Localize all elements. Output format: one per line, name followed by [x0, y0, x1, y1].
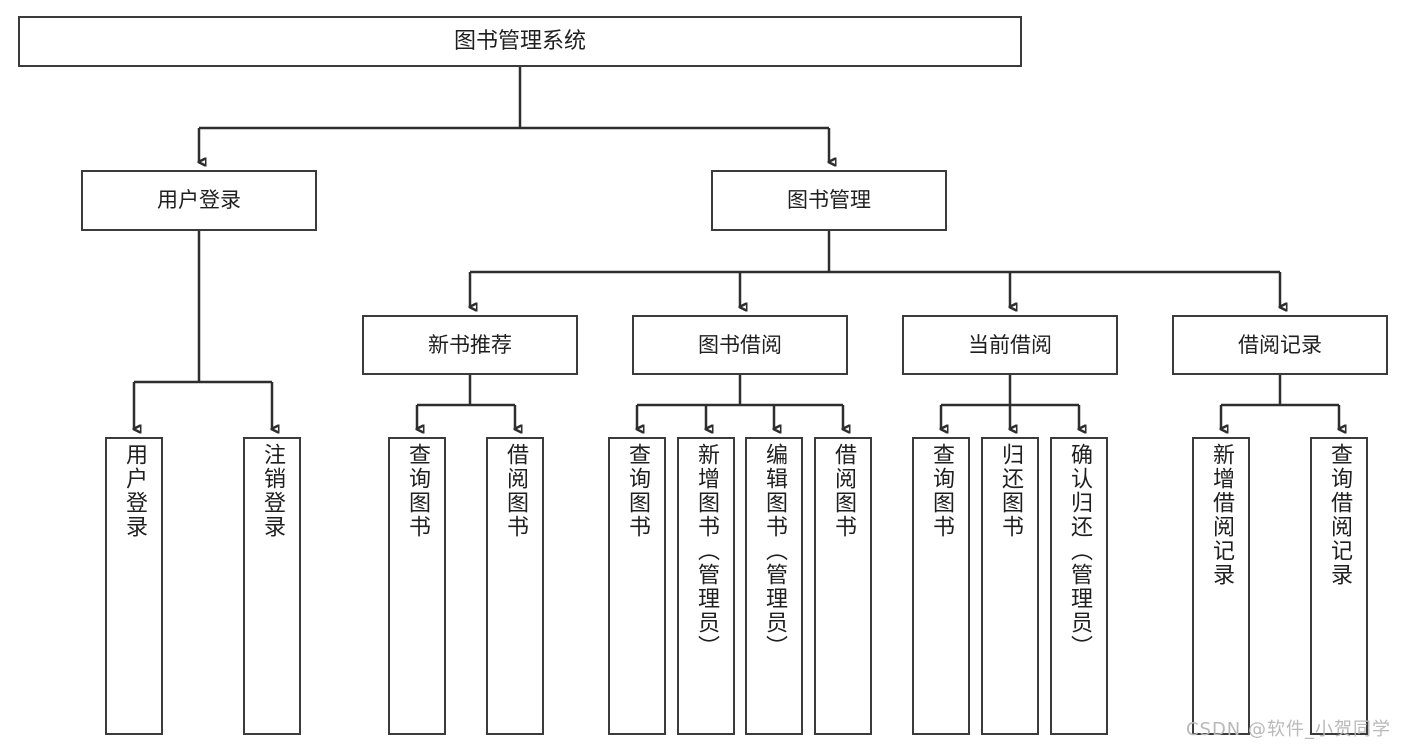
node-label: 用户登录 — [122, 443, 147, 539]
leaf-query-book-current[interactable]: 查询图书 — [912, 437, 970, 735]
node-label: 查询图书 — [405, 443, 430, 539]
node-book-manage[interactable]: 图书管理 — [711, 170, 947, 231]
leaf-borrow-book-recommend[interactable]: 借阅图书 — [486, 437, 544, 735]
node-label: 查询图书 — [929, 443, 954, 539]
node-label: 归还图书 — [998, 443, 1023, 539]
leaf-add-borrow-record[interactable]: 新增借阅记录 — [1192, 437, 1250, 735]
node-label: 借阅图书 — [503, 443, 528, 539]
node-label: 借阅图书 — [831, 443, 856, 539]
leaf-user-login[interactable]: 用户登录 — [105, 437, 163, 735]
leaf-query-book-borrow[interactable]: 查询图书 — [608, 437, 666, 735]
node-label: 查询借阅记录 — [1327, 443, 1352, 587]
node-label: 图书管理系统 — [453, 28, 586, 54]
node-label: 新书推荐 — [428, 332, 512, 357]
node-root[interactable]: 图书管理系统 — [18, 16, 1022, 67]
node-new-book-recommend[interactable]: 新书推荐 — [362, 315, 578, 375]
node-label: 用户登录 — [157, 188, 241, 213]
leaf-user-logout[interactable]: 注销登录 — [243, 437, 301, 735]
leaf-query-borrow-record[interactable]: 查询借阅记录 — [1310, 437, 1368, 735]
leaf-add-book-admin[interactable]: 新增图书（管理员） — [677, 437, 735, 735]
leaf-query-book-recommend[interactable]: 查询图书 — [388, 437, 446, 735]
node-current-borrow[interactable]: 当前借阅 — [902, 315, 1118, 375]
node-label: 注销登录 — [260, 443, 285, 539]
node-label: 图书借阅 — [698, 332, 782, 357]
node-user-login[interactable]: 用户登录 — [81, 170, 317, 231]
watermark: CSDN @软件_小贺同学 — [1185, 719, 1391, 740]
node-label: 新增图书（管理员） — [694, 443, 719, 659]
node-label: 确认归还（管理员） — [1067, 443, 1092, 659]
leaf-confirm-return-admin[interactable]: 确认归还（管理员） — [1050, 437, 1108, 735]
node-label: 当前借阅 — [968, 332, 1052, 357]
node-label: 查询图书 — [625, 443, 650, 539]
node-borrow-record[interactable]: 借阅记录 — [1172, 315, 1388, 375]
leaf-return-book[interactable]: 归还图书 — [981, 437, 1039, 735]
leaf-edit-book-admin[interactable]: 编辑图书（管理员） — [745, 437, 803, 735]
node-label: 借阅记录 — [1238, 332, 1322, 357]
node-label: 新增借阅记录 — [1209, 443, 1234, 587]
leaf-borrow-book[interactable]: 借阅图书 — [814, 437, 872, 735]
node-label: 图书管理 — [787, 188, 871, 213]
node-book-borrow[interactable]: 图书借阅 — [632, 315, 848, 375]
node-label: 编辑图书（管理员） — [762, 443, 787, 659]
